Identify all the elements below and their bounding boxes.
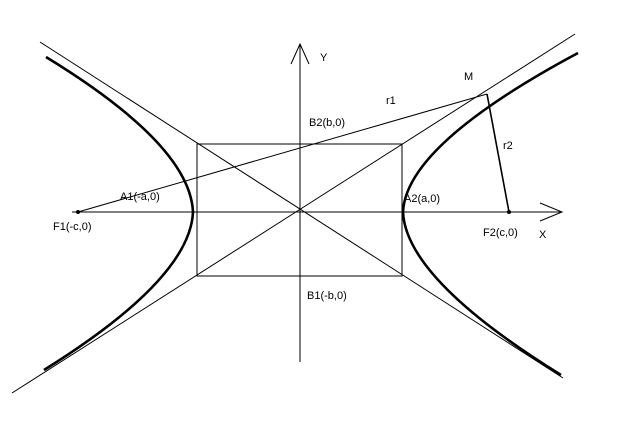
y-axis-label: Y [320,52,328,64]
x-axis-arrowhead [539,202,564,222]
r1-label: r1 [386,95,396,107]
x-axis-label: X [539,229,547,241]
asymptote-line-2 [11,33,576,394]
focal-radius-r1 [77,93,488,213]
focal-radius-r2 [486,93,510,213]
asymptote-line-1 [39,41,564,379]
y-axis-arrowhead [290,42,310,65]
f1-label: F1(-c,0) [53,221,92,233]
hyperbola-right-branch [401,51,579,377]
focus-1-point [76,210,80,214]
a2-label: A2(a,0) [404,193,440,205]
point-m-label: M [464,71,473,83]
hyperbola-left-branch [43,55,195,372]
focus-2-point [507,210,511,214]
r2-label: r2 [503,140,513,152]
a1-label: A1(-a,0) [120,191,160,203]
f2-label: F2(c,0) [483,227,518,239]
b2-label: B2(b,0) [309,117,345,129]
b1-label: B1(-b,0) [307,290,347,302]
